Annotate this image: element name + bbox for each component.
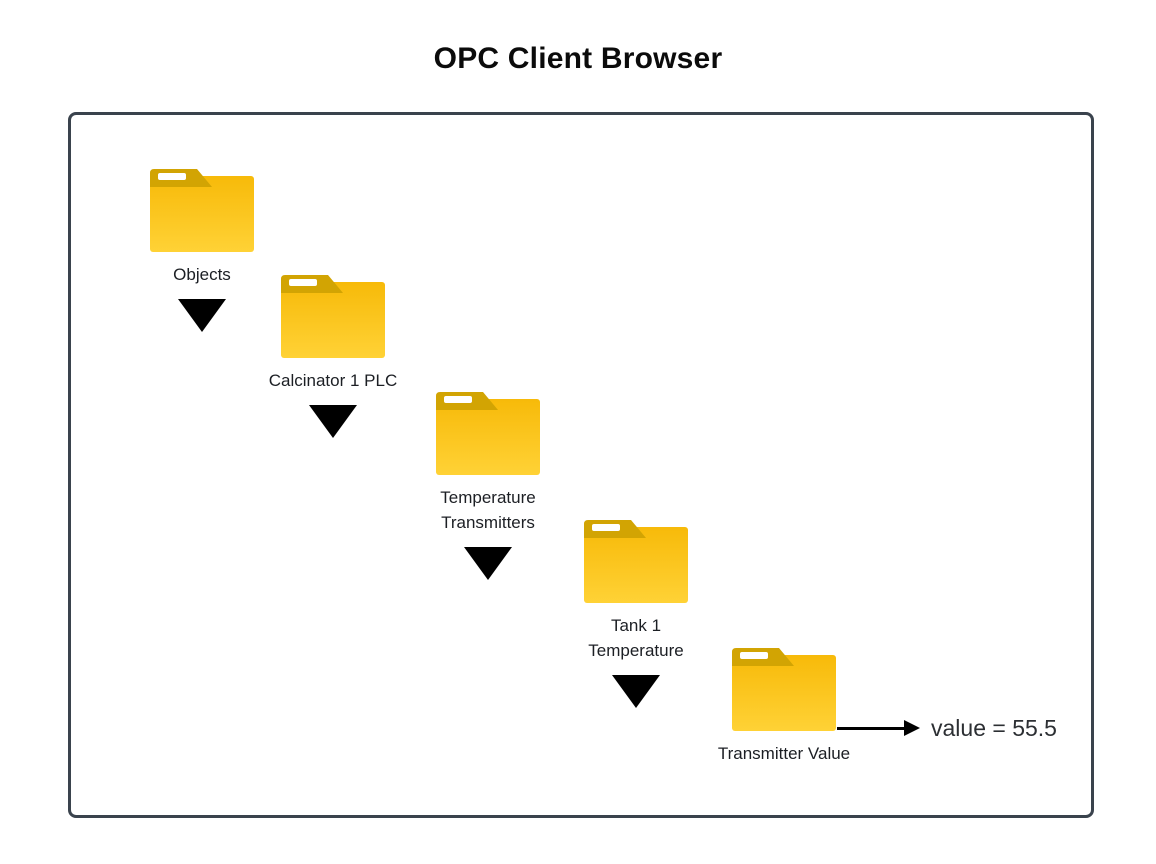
tree-node-calcinator-1-plc: Calcinator 1 PLC xyxy=(223,274,443,438)
tree-node-transmitter-value: Transmitter Value xyxy=(674,647,894,766)
folder-label: Temperature Transmitters xyxy=(440,488,536,532)
triangle-down-icon[interactable] xyxy=(612,675,660,708)
folder-icon[interactable] xyxy=(583,519,689,604)
folder-icon[interactable] xyxy=(731,647,837,732)
tree-node-tank-1-temperature: Tank 1 Temperature xyxy=(526,519,746,708)
tree-node-objects: Objects xyxy=(92,168,312,332)
triangle-down-icon[interactable] xyxy=(464,547,512,580)
arrow-right-icon xyxy=(904,720,920,736)
folder-label: Calcinator 1 PLC xyxy=(268,371,398,390)
triangle-down-icon[interactable] xyxy=(309,405,357,438)
triangle-down-icon[interactable] xyxy=(178,299,226,332)
folder-icon[interactable] xyxy=(280,274,386,359)
folder-label: Objects xyxy=(173,265,231,284)
arrow-line xyxy=(837,727,904,730)
tree-node-temperature-transmitters: Temperature Transmitters xyxy=(378,391,598,580)
folder-label: Transmitter Value xyxy=(717,744,851,763)
page-title: OPC Client Browser xyxy=(433,42,723,75)
folder-label: Tank 1 Temperature xyxy=(588,616,684,660)
folder-icon[interactable] xyxy=(435,391,541,476)
browser-canvas: Objects Calcinator 1 PLC Temperature Tra… xyxy=(68,112,1094,818)
folder-icon[interactable] xyxy=(149,168,255,253)
value-text: value = 55.5 xyxy=(931,715,1057,741)
